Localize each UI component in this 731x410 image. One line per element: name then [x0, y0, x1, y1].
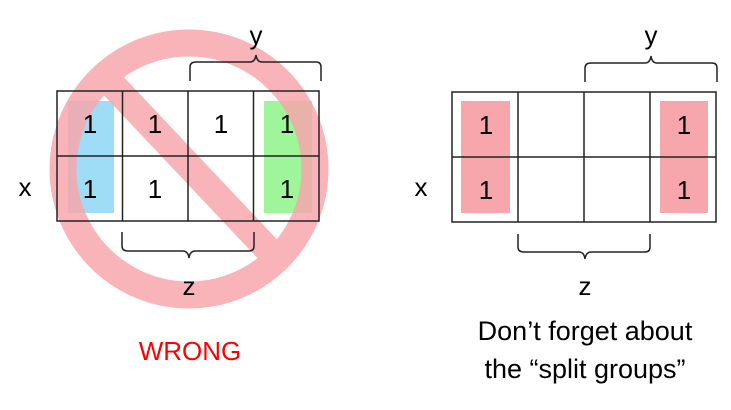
cell-value: 1	[148, 109, 162, 139]
brace-y	[584, 55, 718, 82]
kmap-grid-correct	[451, 91, 717, 223]
variable-label-y: y	[645, 20, 658, 50]
cell-value: 1	[214, 109, 228, 139]
cell-value: 1	[677, 175, 691, 205]
cell-value: 1	[83, 174, 97, 204]
variable-label-y: y	[250, 20, 263, 50]
brace-z	[121, 232, 255, 259]
brace-y	[189, 54, 322, 81]
cell-value: 1	[677, 110, 691, 140]
cell-value: 1	[280, 109, 294, 139]
cell-values-wrong: 1 1 1 1 1 1 1	[83, 109, 294, 204]
cell-value: 1	[280, 174, 294, 204]
cell-values-correct: 1 1 1 1	[479, 110, 691, 205]
variable-label-z: z	[183, 271, 196, 301]
wrong-caption: WRONG	[138, 336, 242, 366]
cell-value: 1	[148, 174, 162, 204]
brace-z	[517, 234, 651, 260]
variable-label-x: x	[415, 172, 428, 202]
cell-value: 1	[479, 175, 493, 205]
variable-label-z: z	[579, 271, 592, 301]
wrong-example: 1 1 1 1 1 1 1 x y z	[19, 20, 329, 309]
prohibition-sign-icon	[49, 29, 329, 309]
correct-example: 1 1 1 1 x y z	[415, 20, 718, 301]
variable-label-x: x	[19, 172, 32, 202]
cell-value: 1	[479, 110, 493, 140]
kmap-grid-wrong	[56, 90, 320, 222]
cell-value: 1	[83, 109, 97, 139]
split-groups-caption: Don’t forget about the “split groups”	[430, 312, 731, 388]
caption-line: Don’t forget about	[477, 316, 693, 346]
caption-line: the “split groups”	[484, 354, 686, 384]
